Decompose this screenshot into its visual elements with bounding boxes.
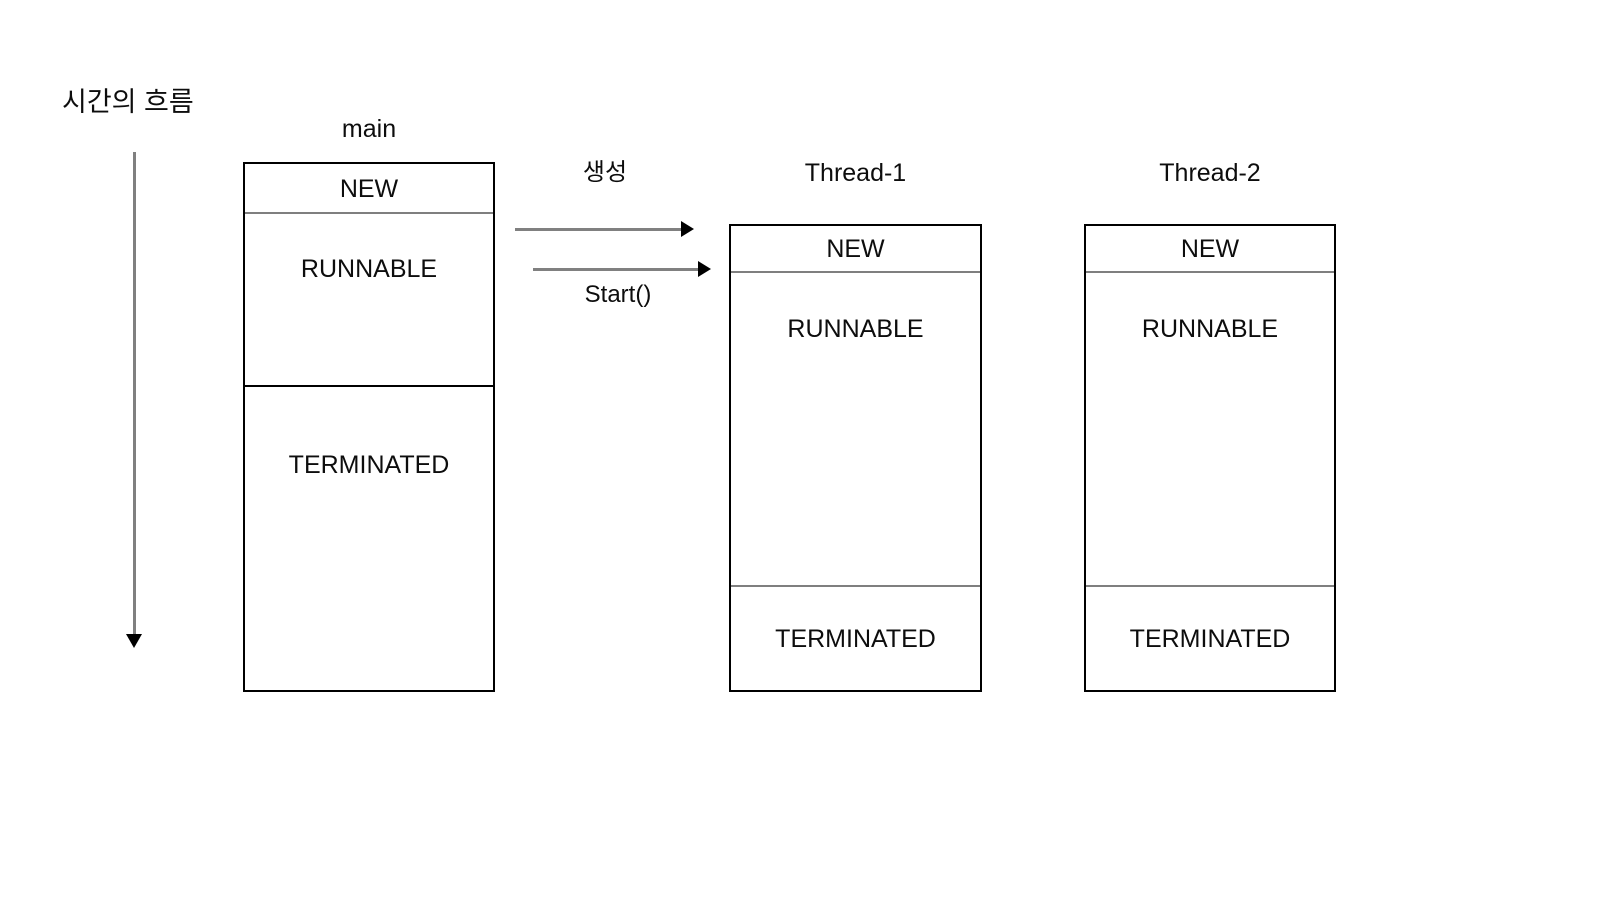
lane-thread-1-divider-runnable-terminated: [731, 585, 980, 587]
time-axis-arrow-line: [133, 152, 136, 636]
lane-main-segment-terminated: TERMINATED: [288, 451, 450, 479]
lane-title-thread-2: Thread-2: [1159, 159, 1261, 187]
time-axis-label: 시간의 흐름: [62, 87, 194, 117]
lane-main-divider-runnable-terminated: [245, 385, 493, 387]
lifeline-thread-2: NEW RUNNABLE TERMINATED: [1084, 224, 1336, 692]
lifeline-thread-1: NEW RUNNABLE TERMINATED: [729, 224, 982, 692]
lane-main-segment-new: NEW: [339, 175, 399, 203]
transition-create-arrow-line: [515, 228, 682, 231]
lane-thread-1-segment-runnable: RUNNABLE: [787, 315, 924, 343]
lane-thread-2-segment-terminated: TERMINATED: [1129, 625, 1291, 653]
transition-start-arrow-head: [698, 261, 711, 277]
lane-title-main: main: [341, 115, 397, 143]
lifeline-main: NEW RUNNABLE TERMINATED: [243, 162, 495, 692]
transition-start-arrow-line: [533, 268, 699, 271]
lane-thread-2-divider-runnable-terminated: [1086, 585, 1334, 587]
lane-thread-1-divider-new-runnable: [731, 271, 980, 273]
time-axis-arrow-head: [126, 634, 142, 648]
lane-title-thread-1: Thread-1: [804, 159, 907, 187]
lane-thread-1-segment-new: NEW: [826, 235, 885, 263]
lane-thread-2-divider-new-runnable: [1086, 271, 1334, 273]
transition-create-arrow-head: [681, 221, 694, 237]
lane-main-segment-runnable: RUNNABLE: [300, 255, 438, 283]
lane-thread-2-segment-new: NEW: [1180, 235, 1240, 263]
lane-main-divider-new-runnable: [245, 212, 493, 214]
transition-create-label: 생성: [582, 159, 628, 186]
lane-thread-1-segment-terminated: TERMINATED: [775, 625, 936, 653]
lane-thread-2-segment-runnable: RUNNABLE: [1141, 315, 1279, 343]
transition-start-label: Start(): [584, 281, 652, 308]
